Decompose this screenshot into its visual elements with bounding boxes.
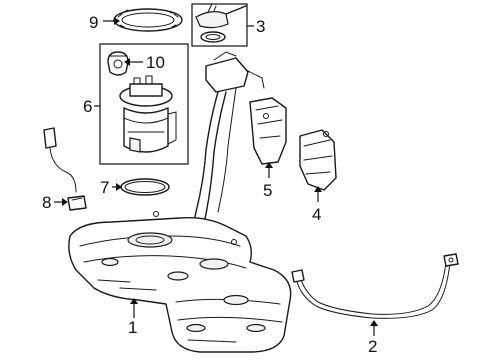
callout-3: 3 <box>247 17 265 36</box>
callout-4-label: 4 <box>312 205 321 224</box>
lock-ring-seal-group <box>191 3 248 47</box>
callout-7: 7 <box>100 178 122 197</box>
heat-shield <box>299 129 337 191</box>
harness-connector <box>43 127 87 211</box>
callout-1-label: 1 <box>128 318 137 337</box>
filler-neck <box>187 51 265 237</box>
callout-10: 10 <box>124 53 165 72</box>
callout-6: 6 <box>83 97 100 116</box>
callout-3-label: 3 <box>256 17 265 36</box>
callout-8: 8 <box>42 193 68 212</box>
callout-2: 2 <box>368 320 378 356</box>
callout-7-label: 7 <box>100 178 109 197</box>
retainer-ring <box>113 8 183 32</box>
fuel-tank <box>68 211 292 353</box>
gasket <box>120 178 170 196</box>
callout-6-label: 6 <box>83 97 92 116</box>
callout-2-label: 2 <box>368 337 377 356</box>
callout-5: 5 <box>263 162 273 200</box>
fuel-pump-module-group <box>99 43 189 165</box>
pressure-regulator <box>107 51 129 76</box>
callout-1: 1 <box>128 298 138 337</box>
shield-bracket <box>249 97 287 165</box>
callout-8-label: 8 <box>42 193 51 212</box>
callout-4: 4 <box>312 186 322 224</box>
callout-5-label: 5 <box>263 181 272 200</box>
callout-9-label: 9 <box>89 13 98 32</box>
callout-10-label: 10 <box>146 53 165 72</box>
callout-9: 9 <box>89 13 120 32</box>
tank-strap <box>291 253 459 319</box>
